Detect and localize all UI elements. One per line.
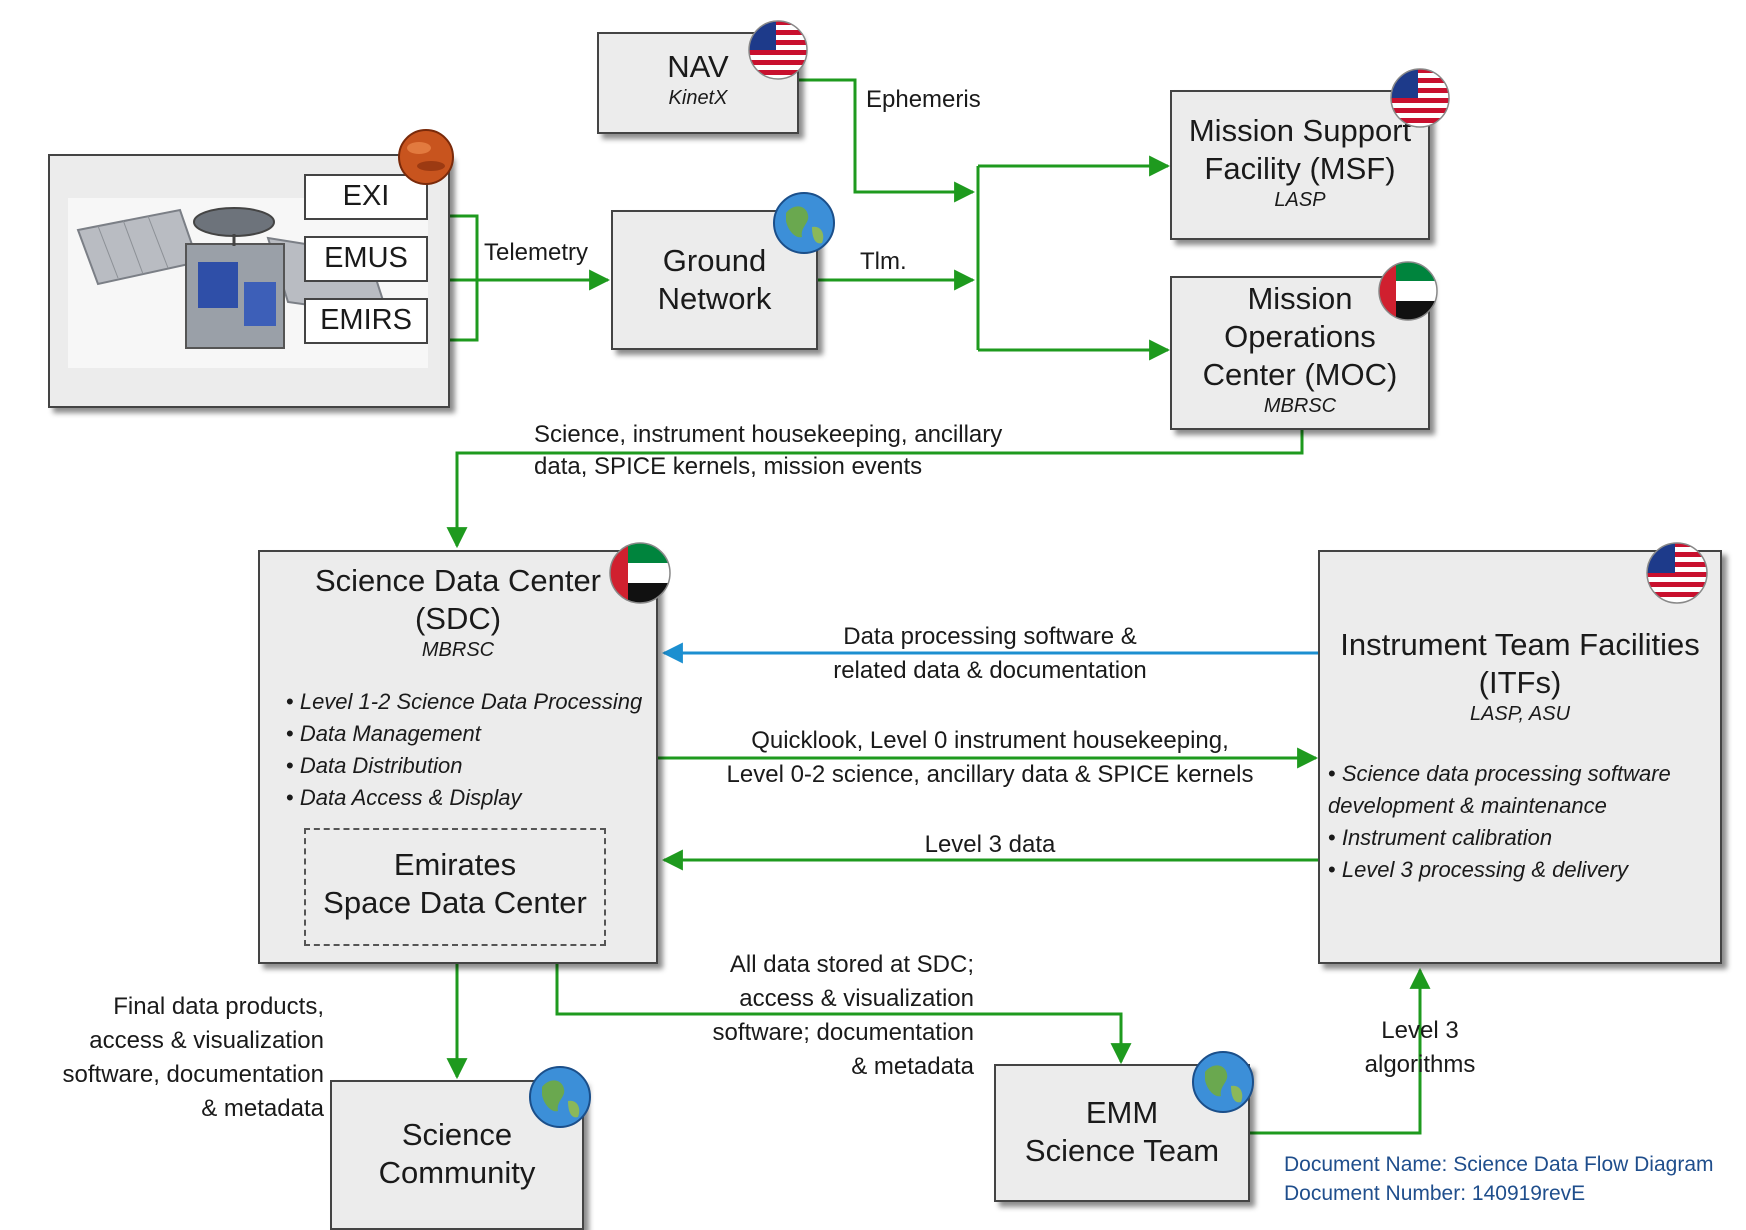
sdc-title-1: Science Data Center [314, 563, 602, 598]
team-label-3: software; documentation [712, 1019, 974, 1046]
esdc-line-1: Emirates [393, 847, 517, 882]
instrument-exi: EXI [304, 174, 428, 220]
uae-flag-icon [609, 542, 671, 604]
community-label-1: Final data products, [113, 993, 324, 1020]
itf-bullet: Level 3 processing & delivery [1328, 854, 1688, 886]
document-name: Document Name: Science Data Flow Diagram [1284, 1153, 1714, 1176]
sdc-title-2: (SDC) [414, 601, 502, 636]
document-number: Document Number: 140919revE [1284, 1182, 1586, 1205]
sdc-itf-label-1: Quicklook, Level 0 instrument housekeepi… [751, 727, 1229, 754]
moc-sdc-label-1: Science, instrument housekeeping, ancill… [534, 421, 1003, 448]
sdc-bullets: Level 1-2 Science Data Processing Data M… [286, 686, 642, 814]
globe-icon [1192, 1051, 1254, 1113]
mars-icon [398, 129, 454, 185]
instrument-emirs: EMIRS [304, 298, 428, 344]
globe-icon [773, 192, 835, 254]
software-label-2: related data & documentation [833, 657, 1147, 684]
globe-icon [529, 1066, 591, 1128]
itf-box: Instrument Team Facilities (ITFs) LASP, … [1318, 550, 1722, 964]
community-title-1: Science [401, 1117, 513, 1152]
team-label-2: access & visualization [739, 985, 974, 1012]
sdc-bullet: Data Access & Display [286, 782, 642, 814]
sdc-team-arrow [555, 964, 1132, 1065]
itf-org: LASP, ASU [1469, 703, 1571, 725]
itf-bullet: Science data processing software develop… [1328, 758, 1688, 822]
msf-box: Mission Support Facility (MSF) LASP [1170, 90, 1430, 240]
ground-title-1: Ground [662, 243, 767, 278]
algorithms-label-1: Level 3 [1381, 1017, 1459, 1044]
moc-sdc-arrow [446, 430, 1304, 549]
instrument-emus: EMUS [304, 236, 428, 282]
esdc-line-2: Space Data Center [323, 885, 587, 920]
telemetry-label: Telemetry [484, 239, 589, 266]
sdc-box: Science Data Center (SDC) MBRSC Level 1-… [258, 550, 658, 964]
itf-title-1: Instrument Team Facilities [1340, 627, 1700, 662]
sdc-bullet: Level 1-2 Science Data Processing [286, 686, 642, 718]
uae-flag-icon [1378, 261, 1438, 321]
us-flag-icon [1646, 542, 1708, 604]
spacecraft-box: EXI EMUS EMIRS [48, 154, 450, 408]
us-flag-icon [1390, 68, 1450, 128]
sdc-itf-label-2: Level 0-2 science, ancillary data & SPIC… [726, 761, 1254, 788]
sdc-org: MBRSC [421, 639, 495, 661]
community-label-2: access & visualization [89, 1027, 324, 1054]
itf-bullets: Science data processing software develop… [1328, 758, 1688, 886]
emirates-space-data-center: Emirates Space Data Center [304, 828, 606, 946]
sdc-bullet: Data Distribution [286, 750, 642, 782]
msf-org: LASP [1274, 189, 1326, 211]
moc-title-2: Operations [1224, 319, 1376, 354]
itf-title-2: (ITFs) [1478, 665, 1562, 700]
ephemeris-arrow [797, 78, 976, 203]
community-label-3: software, documentation [62, 1061, 324, 1088]
itf-bullet: Instrument calibration [1328, 822, 1688, 854]
team-label-1: All data stored at SDC; [729, 951, 974, 978]
nav-title: NAV [667, 49, 729, 84]
tlm-label: Tlm. [860, 248, 907, 275]
moc-title-3: Center (MOC) [1202, 357, 1398, 392]
moc-title-1: Mission [1247, 281, 1353, 316]
nav-org: KinetX [668, 87, 728, 109]
community-title-2: Community [378, 1155, 536, 1190]
sdc-bullet: Data Management [286, 718, 642, 750]
algorithms-label-2: algorithms [1364, 1051, 1476, 1078]
team-label-4: & metadata [851, 1053, 974, 1080]
msf-title-2: Facility (MSF) [1204, 151, 1396, 186]
exi-link [425, 214, 479, 342]
level3-data-label: Level 3 data [924, 831, 1056, 858]
moc-sdc-label-2: data, SPICE kernels, mission events [534, 453, 923, 480]
ephemeris-label: Ephemeris [866, 86, 981, 113]
ground-title-2: Network [657, 281, 772, 316]
team-title-1: EMM [1085, 1095, 1159, 1130]
team-itf-arrow [1250, 967, 1431, 1135]
us-flag-icon [748, 20, 808, 80]
msf-title-1: Mission Support [1188, 113, 1412, 148]
moc-org: MBRSC [1263, 395, 1337, 417]
community-label-4: & metadata [201, 1095, 324, 1122]
software-label-1: Data processing software & [843, 623, 1137, 650]
team-title-2: Science Team [1024, 1133, 1220, 1168]
